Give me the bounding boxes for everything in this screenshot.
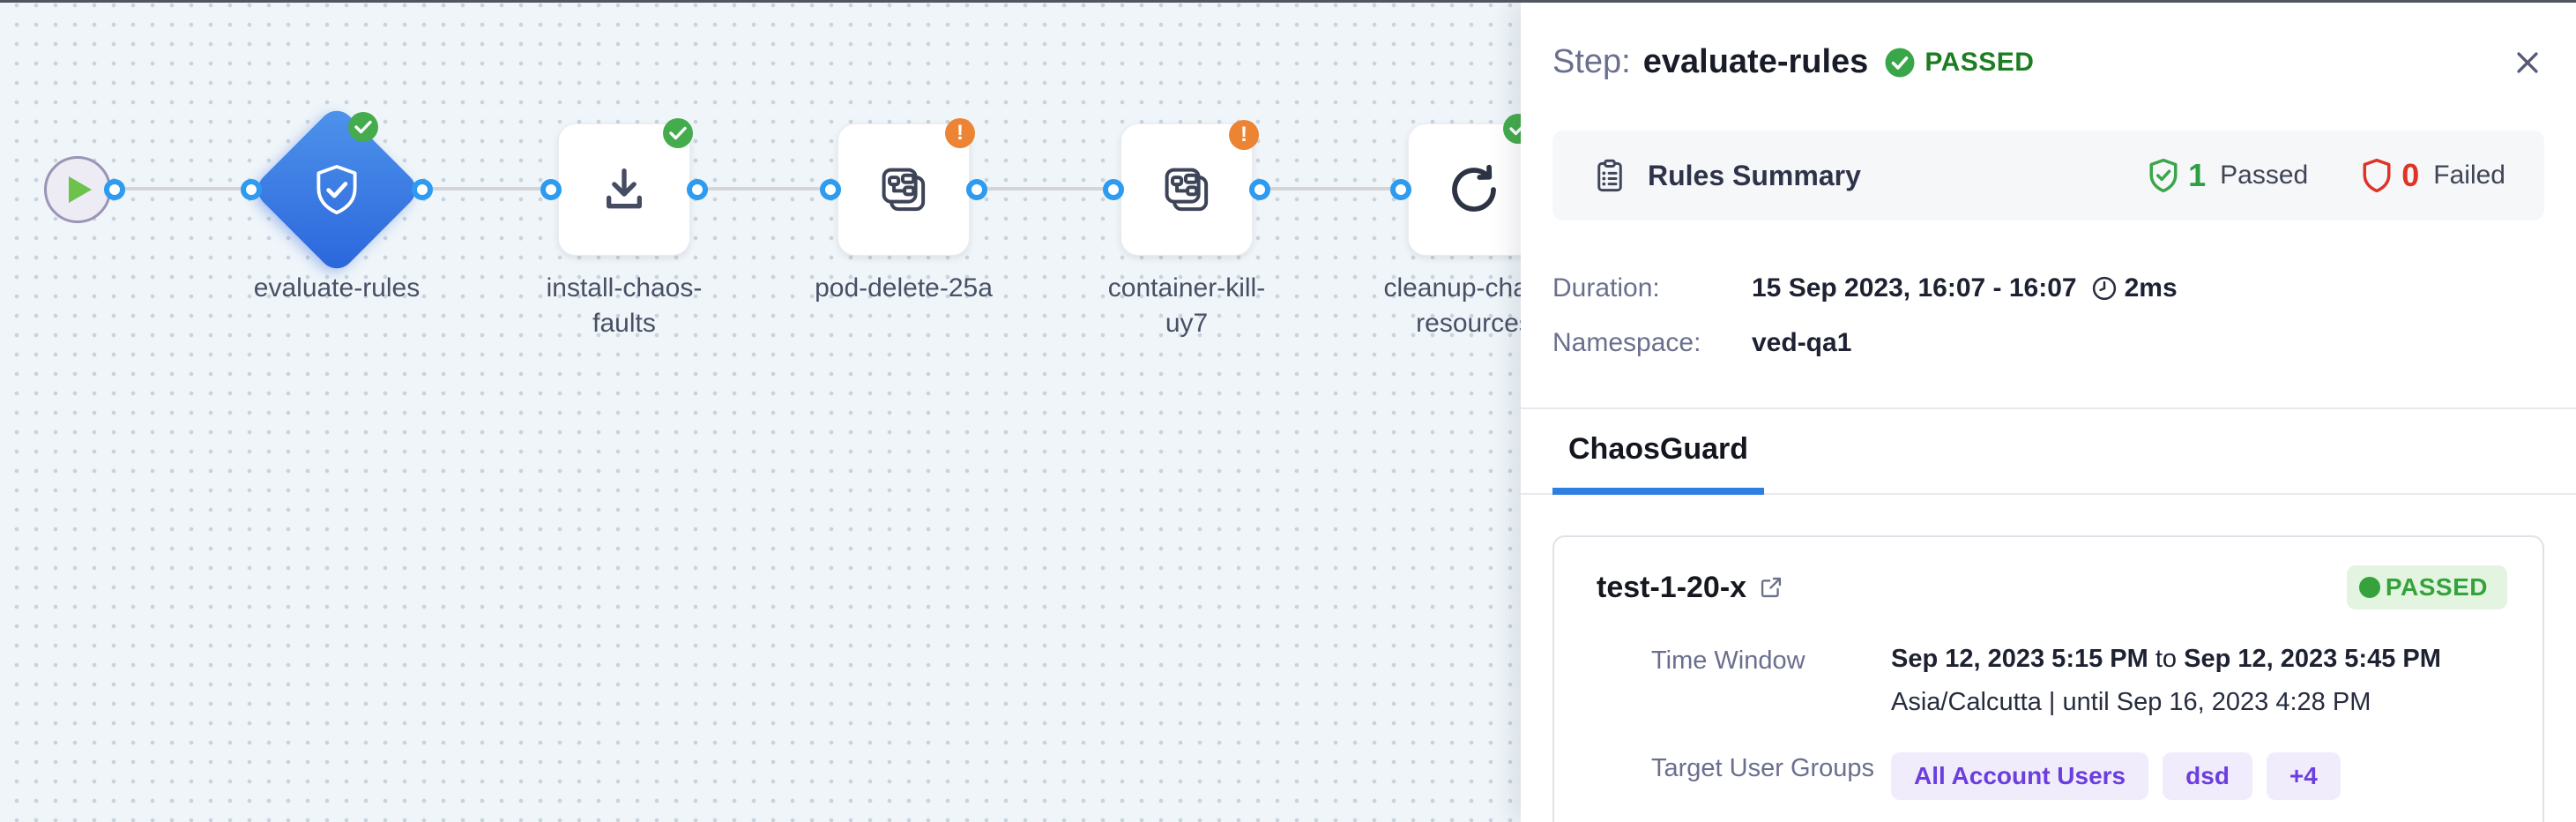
play-icon [69,176,92,203]
connector-port[interactable] [540,179,562,200]
window-top-edge [0,0,2576,3]
namespace-value: ved-qa1 [1752,328,1852,357]
clock-icon [2092,276,2116,301]
status-warning-badge: ! [1229,120,1259,150]
card-header: test-1-20-x PASSED [1590,565,2507,609]
rules-summary-box: Rules Summary 1 Passed 0 Failed [1552,131,2544,220]
namespace-row: Namespace: ved-qa1 [1521,328,2576,358]
check-icon [669,126,687,140]
node-label-pod-delete-25a: pod-delete-25a [815,273,993,303]
user-group-pill[interactable]: All Account Users [1891,752,2149,800]
connector-port[interactable] [104,179,125,200]
clipboard-icon [1597,159,1622,192]
chaosguard-condition-card: test-1-20-x PASSED Time Window Sep 12, 2… [1552,535,2544,822]
duration-label: Duration: [1552,273,1660,303]
connector-port[interactable] [241,179,262,200]
shield-passed-icon [2149,158,2178,193]
target-user-groups-label: Target User Groups [1651,754,1875,782]
pipeline-start-node[interactable] [44,156,111,223]
duration-value: 15 Sep 2023, 16:07 - 16:07 2ms [1752,273,2178,303]
step-label: Step: [1552,43,1631,80]
close-icon [2517,51,2538,73]
connector-port[interactable] [687,179,708,200]
status-passed-badge [348,112,378,142]
external-link-icon[interactable] [1759,575,1783,600]
connector-port[interactable] [1103,179,1124,200]
tab-chaosguard[interactable]: ChaosGuard [1552,432,1765,495]
condition-status-badge: PASSED [2346,565,2507,609]
panel-tabs: ChaosGuard [1521,407,2576,495]
condition-status-text: PASSED [2385,573,2488,601]
time-window-timezone: Asia/Calcutta | until Sep 16, 2023 4:28 … [1891,688,2371,716]
time-window-label: Time Window [1651,646,1805,675]
chaos-fault-icon [882,168,926,212]
user-group-pill[interactable]: dsd [2163,752,2252,800]
rules-summary-title: Rules Summary [1648,159,1861,191]
duration-ms: 2ms [2124,273,2178,303]
chaos-fault-icon [1165,168,1209,212]
close-panel-button[interactable] [2509,44,2546,81]
node-evaluate-rules[interactable] [250,103,423,276]
target-user-groups-row: Target User Groups All Account Users dsd… [1590,752,2507,800]
node-label-install-chaos-faults: install-chaos-faults [546,273,703,338]
pipeline-edge-line [78,187,1552,191]
rules-counts: 1 Passed 0 Failed [2144,156,2505,195]
time-window-value: Sep 12, 2023 5:15 PM to Sep 12, 2023 5:4… [1891,645,2441,673]
connector-port[interactable] [412,179,433,200]
check-circle-icon [1885,48,1915,77]
status-dot [2358,577,2380,598]
refresh-icon [1452,164,1496,212]
step-status-text: PASSED [1925,47,2035,77]
user-group-pill-more[interactable]: +4 [2266,752,2341,800]
connector-port[interactable] [1249,179,1270,200]
shield-failed-icon [2363,158,2391,193]
check-icon [354,120,372,134]
node-label-evaluate-rules: evaluate-rules [253,273,421,303]
step-name: evaluate-rules [1642,43,1869,80]
target-user-groups: All Account Users dsd +4 [1891,752,2341,800]
node-pod-delete-25a[interactable] [838,123,970,256]
status-warning-badge: ! [945,118,975,148]
connector-port[interactable] [820,179,841,200]
passed-label: Passed [2220,161,2309,190]
passed-count: 1 [2188,157,2207,193]
connector-port[interactable] [1390,179,1411,200]
namespace-label: Namespace: [1552,328,1701,357]
failed-count: 0 [2401,157,2420,193]
node-label-container-kill-uy7: container-kill-uy7 [1107,273,1266,338]
panel-header: Step: evaluate-rules PASSED [1521,3,2576,81]
failed-label: Failed [2433,161,2505,190]
connector-port[interactable] [966,179,987,200]
node-cleanup-chaos-resources[interactable] [1408,123,1540,256]
shield-check-icon [316,164,357,215]
step-details-panel: Step: evaluate-rules PASSED Rules Summar… [1521,3,2576,822]
node-install-chaos-faults[interactable] [558,123,690,256]
duration-row: Duration: 15 Sep 2023, 16:07 - 16:07 2ms [1521,273,2576,303]
status-passed-badge [663,118,693,148]
time-window-row: Time Window Sep 12, 2023 5:15 PM to Sep … [1590,645,2507,717]
condition-name: test-1-20-x [1597,570,1747,604]
download-icon [607,168,642,209]
node-container-kill-uy7[interactable] [1120,123,1253,256]
